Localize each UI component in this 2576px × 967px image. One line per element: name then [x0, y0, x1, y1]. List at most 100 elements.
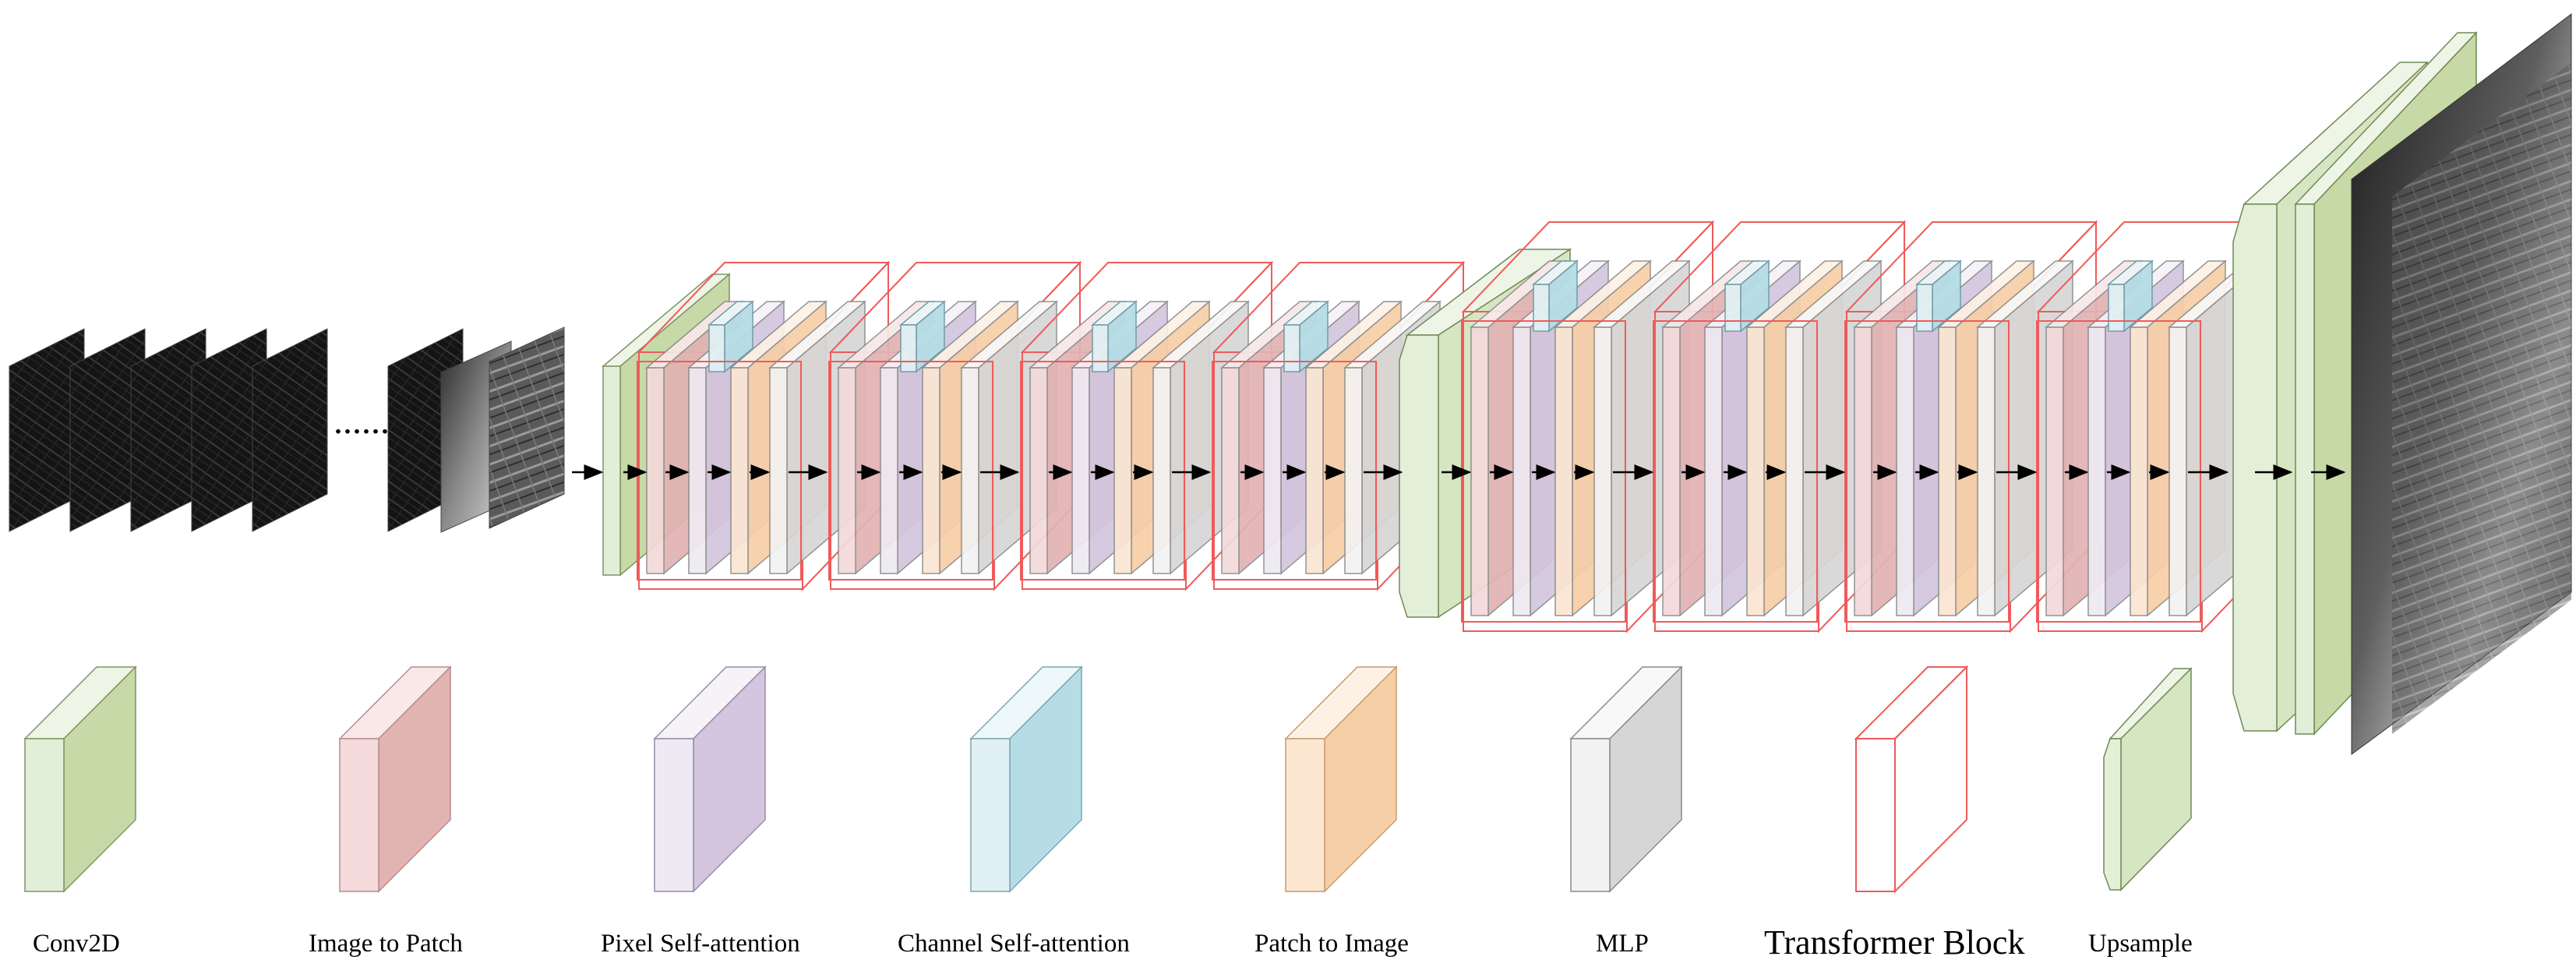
decoder-block-4-pixel-self-attention-front [2087, 326, 2106, 616]
legend-item-upsample: Upsample [2088, 667, 2193, 958]
encoder-block-4-patch-to-image-front [1305, 367, 1324, 574]
legend-shape-patch-to-image-front [1285, 738, 1325, 892]
decoder-block-3-image-to-patch-front [1854, 326, 1872, 616]
encoder-block-3-outline-front-front [1020, 361, 1185, 581]
decoder-block-4-mlp-front [2168, 326, 2187, 616]
encoder-block-4-channel-self-attention [1282, 300, 1330, 373]
sequence-ellipsis: ...... [333, 401, 390, 442]
encoder-block-2-mlp-front [961, 367, 979, 574]
encoder-block-4-image-to-patch-front [1221, 367, 1240, 574]
legend-label-upsample: Upsample [2088, 930, 2193, 958]
legend-swatch-mlp [1569, 665, 1683, 893]
decoder-block-3-pixel-self-attention-front [1896, 326, 1914, 616]
legend-swatch-transformer-block [1854, 665, 1969, 894]
encoder-block-1-patch-to-image-front [730, 367, 749, 574]
encoder-block-4-mlp-front [1344, 367, 1363, 574]
encoder-block-4 [1212, 260, 1466, 591]
encoder-block-3 [1020, 260, 1274, 591]
decoder-block-1-channel-self-attention-front [1533, 284, 1550, 332]
decoder-block-3-mlp-front [1977, 326, 1996, 616]
output-image [2351, 12, 2572, 755]
legend-swatch-conv2d [23, 665, 137, 893]
encoder-block-4-channel-self-attention-front [1283, 324, 1300, 372]
encoder-block-1-mlp-front [769, 367, 788, 574]
encoder-block-2-outline-front [828, 361, 993, 581]
legend-shape-transformer-block-front [1855, 738, 1896, 892]
output-image-texture [2392, 62, 2571, 734]
encoder-block-4-pixel-self-attention-front [1263, 367, 1282, 574]
decoder-block-3-channel-self-attention-front [1916, 284, 1933, 332]
encoder-block-3-pixel-self-attention-front [1071, 367, 1090, 574]
legend-shape-channel-self-attention [969, 665, 1083, 893]
legend-item-channel-self-attention: Channel Self-attention [898, 665, 1130, 958]
legend-label-channel-self-attention: Channel Self-attention [898, 930, 1130, 958]
legend-label-image-to-patch: Image to Patch [309, 930, 463, 958]
encoder-block-2-channel-self-attention-front [900, 324, 917, 372]
legend-shape-image-to-patch [338, 665, 452, 893]
encoder-block-2-patch-to-image-front [922, 367, 940, 574]
decoder-block-1-channel-self-attention [1531, 259, 1579, 333]
decoder-block-4-channel-self-attention-front [2108, 284, 2125, 332]
legend-item-image-to-patch: Image to Patch [309, 665, 463, 958]
legend-label-pixel-self-attention: Pixel Self-attention [601, 930, 800, 958]
decoder-block-1-mlp-front [1593, 326, 1612, 616]
legend-shape-channel-self-attention-front [970, 738, 1011, 892]
encoder-block-2-outline-front-front [828, 361, 993, 581]
encoder-block-2-pixel-self-attention-front [880, 367, 898, 574]
encoder-block-4-outline-front [1212, 361, 1377, 581]
decoder-block-4 [2036, 220, 2290, 633]
legend-shape-transformer-block [1854, 665, 1969, 894]
legend-shape-conv2d [23, 665, 137, 893]
decoder-block-3-patch-to-image-front [1938, 326, 1957, 616]
encoder-block-3-patch-to-image-front [1113, 367, 1132, 574]
encoder-transformer-stage [637, 260, 1466, 591]
legend-shape-patch-to-image [1284, 665, 1398, 893]
encoder-block-3-image-to-patch-front [1029, 367, 1048, 574]
decoder-block-4-image-to-patch-front [2045, 326, 2064, 616]
legend-label-conv2d: Conv2D [33, 930, 120, 958]
legend-shape-image-to-patch-front [339, 738, 379, 892]
encoder-block-2-image-to-patch-front [838, 367, 856, 574]
legend-label-mlp: MLP [1596, 930, 1649, 958]
decoder-block-2 [1653, 220, 1907, 633]
encoder-block-1-image-to-patch-front [646, 367, 665, 574]
legend-item-patch-to-image: Patch to Image [1254, 665, 1409, 958]
legend-swatch-channel-self-attention [969, 665, 1083, 893]
encoder-block-1-pixel-self-attention-front [688, 367, 707, 574]
legend-shape-conv2d-front [24, 738, 65, 892]
encoder-block-3-mlp-front [1152, 367, 1171, 574]
decoder-block-2-channel-self-attention-front [1724, 284, 1741, 332]
decoder-block-4-channel-self-attention [2106, 259, 2154, 333]
input-frame-5 [252, 328, 328, 532]
input-frame-sequence [9, 326, 565, 533]
legend-shape-transformer-block-side [1894, 665, 1967, 894]
legend-shape-upsample-front [2103, 738, 2122, 891]
legend-item-mlp: MLP [1569, 665, 1683, 958]
legend-item-conv2d: Conv2D [23, 665, 137, 958]
legend-item-pixel-self-attention: Pixel Self-attention [601, 665, 800, 958]
decoder-block-3-channel-self-attention [1914, 259, 1963, 333]
legend-shape-mlp-front [1570, 738, 1611, 892]
encoder-block-3-channel-self-attention [1090, 300, 1138, 373]
encoder-block-2-channel-self-attention [898, 300, 947, 373]
legend-swatch-upsample [2103, 667, 2193, 891]
encoder-block-4-outline-front-front [1212, 361, 1377, 581]
legend-shape-pixel-self-attention-front [654, 738, 694, 892]
encoder-block-3-channel-self-attention-front [1092, 324, 1109, 372]
input-frame-late-3 [489, 326, 565, 529]
decoder-block-2-image-to-patch-front [1662, 326, 1681, 616]
encoder-block-1-channel-self-attention [707, 300, 755, 373]
middle-upsample-front [1399, 334, 1439, 618]
decoder-block-2-mlp-front [1785, 326, 1804, 616]
tail-conv2d-slab-front [2295, 203, 2315, 735]
legend-label-transformer-block: Transformer Block [1764, 923, 2024, 962]
legend-swatch-pixel-self-attention [653, 665, 767, 893]
decoder-block-4-patch-to-image-front [2130, 326, 2148, 616]
decoder-block-2-patch-to-image-front [1746, 326, 1765, 616]
decoder-block-2-pixel-self-attention-front [1704, 326, 1723, 616]
legend-swatch-patch-to-image [1284, 665, 1398, 893]
decoder-transformer-stage [1461, 220, 2290, 633]
tail-upsample-front [2232, 203, 2278, 732]
legend-item-transformer-block: Transformer Block [1764, 665, 2024, 962]
